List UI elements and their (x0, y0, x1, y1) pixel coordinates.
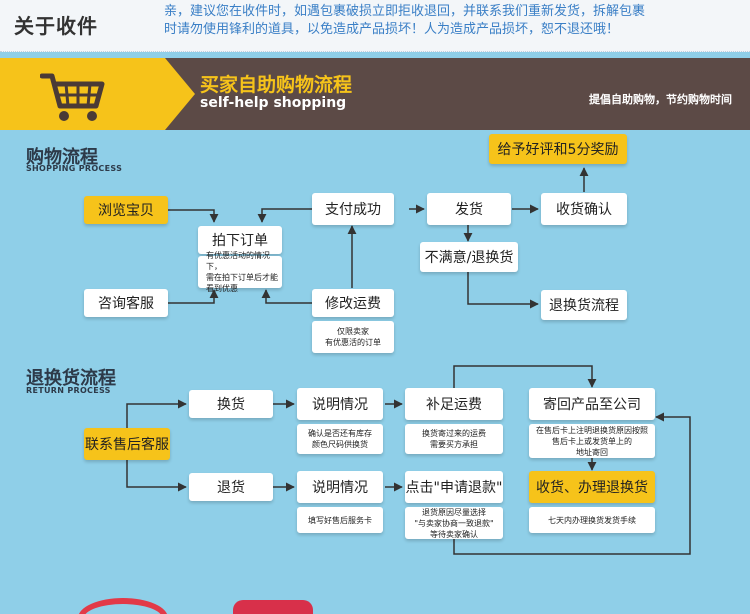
shopping-process-subtitle: SHOPPING PROCESS (26, 164, 123, 173)
step-explain-refund: 说明情况 (297, 471, 383, 503)
step-apply-refund: 点击"申请退款" (405, 471, 503, 503)
return-process-title: 退换货流程 (26, 368, 116, 389)
step-browse: 浏览宝贝 (84, 196, 168, 224)
apply-refund-note: 退货原因尽量选择 "与卖家协商一致退款" 等待卖家确认 (405, 507, 503, 539)
step-modify-fee: 修改运费 (312, 289, 394, 317)
notice-line-1: 亲，建议您在收件时，如遇包裹破损立即拒收退回，并联系我们重新发货，拆解包裹 (164, 4, 646, 19)
step-pay: 支付成功 (312, 193, 394, 225)
step-shipping-fee: 补足运费 (405, 388, 503, 420)
step-receive-process: 收货、办理退换货 (529, 471, 655, 503)
step-return-flow: 退换货流程 (541, 290, 627, 320)
step-order: 拍下订单 (198, 226, 282, 254)
banner: 买家自助购物流程 self-help shopping 提倡自助购物，节约购物时… (0, 58, 750, 130)
step-praise-reward: 给予好评和5分奖励 (489, 134, 627, 164)
explain-exchange-note: 确认是否还有库存 颜色尺码供换货 (297, 424, 383, 454)
receiving-notice: 亲，建议您在收件时，如遇包裹破损立即拒收退回，并联系我们重新发货，拆解包裹 时请… (164, 3, 744, 39)
step-consult: 咨询客服 (84, 289, 168, 317)
shipping-fee-note: 换货寄过来的运费 需要买方承担 (405, 424, 503, 454)
banner-title-cn: 买家自助购物流程 (200, 74, 353, 96)
step-contact-after-sales: 联系售后客服 (84, 428, 170, 460)
page-title: 关于收件 (14, 14, 98, 38)
shopping-process-title: 购物流程 (26, 147, 98, 168)
step-explain-exchange: 说明情况 (297, 388, 383, 420)
explain-refund-note: 填写好售后服务卡 (297, 507, 383, 533)
step-send-back: 寄回产品至公司 (529, 388, 655, 420)
modify-fee-note: 仅限卖家 有优惠活的订单 (312, 321, 394, 353)
step-unsatisfied: 不满意/退换货 (420, 242, 518, 272)
top-bar: 关于收件 亲，建议您在收件时，如遇包裹破损立即拒收退回，并联系我们重新发货，拆解… (0, 0, 750, 52)
decorative-ring (78, 598, 168, 614)
banner-slogan: 提倡自助购物，节约购物时间 (589, 93, 732, 106)
step-ship: 发货 (427, 193, 511, 225)
send-back-note: 在售后卡上注明退换货原因按照 售后卡上或发货单上的 地址寄回 (529, 424, 655, 458)
receive-process-note: 七天内办理换货发货手续 (529, 507, 655, 533)
banner-title-en: self-help shopping (200, 95, 347, 111)
step-exchange: 换货 (189, 390, 273, 418)
return-process-subtitle: RETURN PROCESS (26, 386, 111, 395)
decorative-shape (233, 600, 313, 614)
step-refund: 退货 (189, 473, 273, 501)
step-confirm: 收货确认 (541, 193, 627, 225)
order-note: 有优惠活动的情况下， 需在拍下订单后才能 看到优惠 (198, 251, 282, 293)
notice-line-2: 时请勿使用锋利的道具，以免造成产品损坏！人为造成产品损坏，恕不退还哦！ (164, 22, 620, 37)
shopping-cart-icon (40, 73, 105, 121)
